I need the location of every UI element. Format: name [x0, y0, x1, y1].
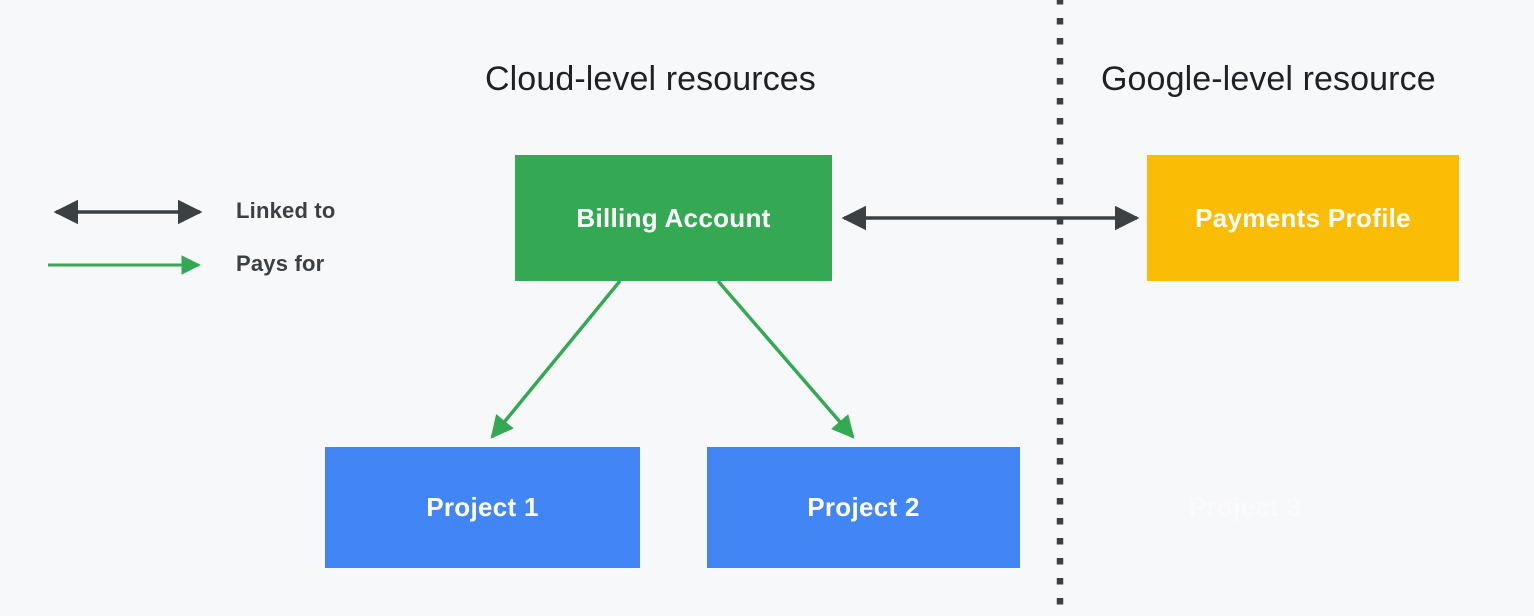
- legend-label-pays-for: Pays for: [236, 251, 325, 276]
- edge-billing-to-project-1: [490, 279, 622, 439]
- node-payments-profile[interactable]: Payments Profile: [1147, 155, 1459, 281]
- node-project-3: Project 3: [1147, 447, 1343, 568]
- node-project-3-label: Project 3: [1188, 492, 1302, 522]
- node-project-1[interactable]: Project 1: [325, 447, 640, 568]
- node-payments-profile-label: Payments Profile: [1195, 202, 1411, 233]
- node-project-2-label: Project 2: [807, 492, 920, 522]
- node-project-2[interactable]: Project 2: [707, 447, 1020, 568]
- node-project-1-label: Project 1: [426, 492, 539, 522]
- heading-cloud-level-resources: Cloud-level resources: [485, 60, 816, 98]
- legend-label-linked-to: Linked to: [236, 198, 336, 223]
- node-billing-account-label: Billing Account: [576, 202, 771, 233]
- node-billing-account[interactable]: Billing Account: [515, 155, 832, 281]
- heading-google-level-resource: Google-level resource: [1101, 60, 1436, 98]
- edge-billing-to-project-2: [716, 279, 855, 439]
